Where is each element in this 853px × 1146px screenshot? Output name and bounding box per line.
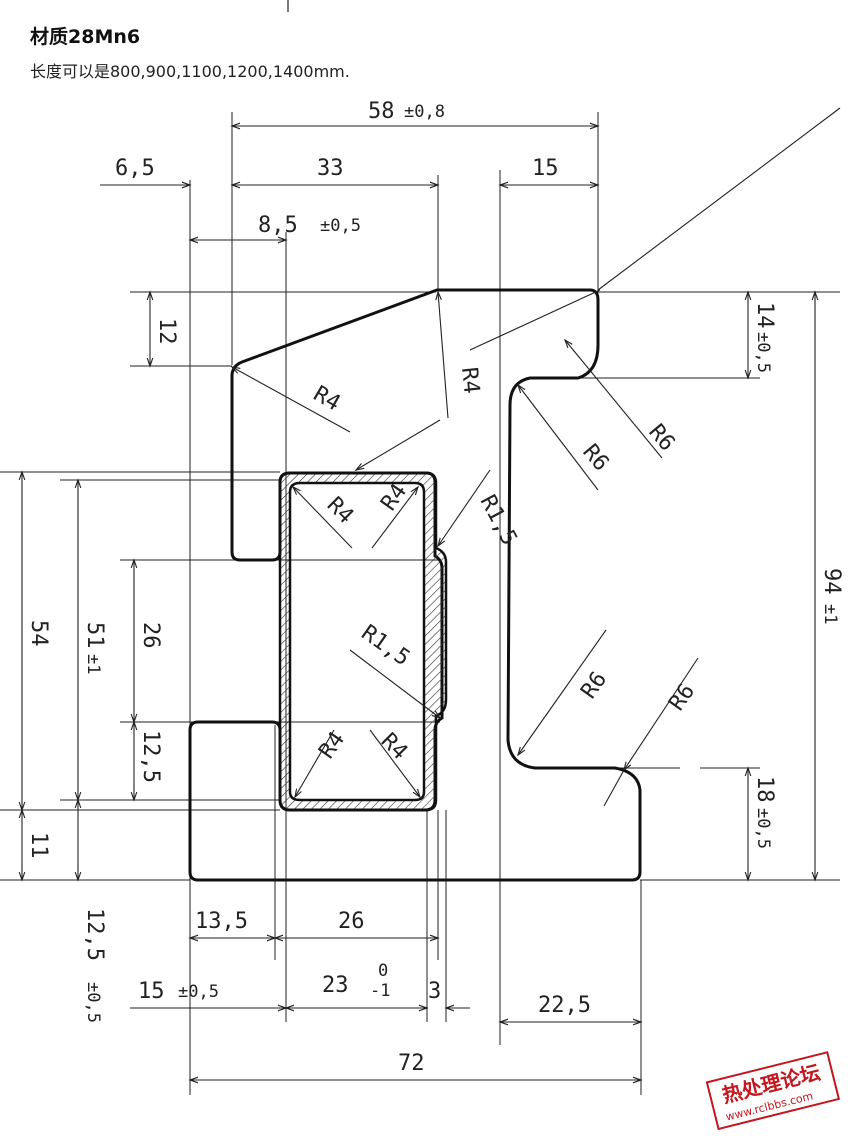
dim-height-54: 54 [26,620,51,647]
radius-labels: R4 R4 R4 R4 R1,5 R1,5 R4 R4 R6 R6 R6 R6 [309,366,700,765]
dimension-lines-vertical [18,290,819,882]
material-title: 材质28Mn6 [30,26,141,48]
dim-base-23: 23 [322,973,349,998]
dim-base-23-lower: -1 [370,981,390,1001]
dim-top-right: 15 [532,156,559,181]
dim-base-15-tol: ±0,5 [178,982,219,1002]
dimension-texts-horizontal: 58 ±0,8 6,5 33 15 8,5 ±0,5 13,5 26 15 ±0… [115,99,591,1076]
dim-overall-width-tol: ±0,8 [404,102,445,122]
dim-right-step: 14 [752,302,777,329]
dim-height-12-5: 12,5 [138,730,163,783]
dim-overall-width: 58 [368,99,395,124]
dim-base-3: 3 [428,979,441,1004]
extension-lines [0,112,840,1095]
dim-left-gap: 6,5 [115,156,155,181]
radius-label-r4-c: R4 [322,493,358,529]
dim-base-15: 15 [138,979,165,1004]
radius-leaders [230,107,841,807]
dim-top-step: 12 [154,318,179,345]
forum-watermark-stamp: 热处理论坛 www.rclbbs.com [705,1051,841,1131]
radius-label-r4-d: R4 [376,479,412,515]
dim-base-23-upper: 0 [378,961,388,981]
dim-height-51: 51 [82,622,107,649]
radius-label-r6-a: R6 [643,420,679,456]
radius-label-r4-e: R4 [314,727,350,763]
dim-base-26: 26 [338,909,365,934]
radius-label-r4-a: R4 [309,382,344,417]
dim-total-height: 94 [819,568,844,595]
radius-label-r4-b: R4 [456,366,484,395]
length-options: 长度可以是800,900,1100,1200,1400mm. [30,62,350,81]
rail-profile [188,288,642,882]
radius-label-r6-c: R6 [576,667,612,703]
dim-inner-offset: 8,5 [258,213,298,238]
dim-right-step-tol: ±0,5 [753,332,773,373]
dim-height-51-tol: ±1 [83,654,103,674]
dimension-texts-vertical: 12 14 ±0,5 94 ±1 54 51 ±1 26 12,5 11 18 … [26,302,844,1023]
dim-bottom-step: 18 [752,776,777,803]
dim-base-total: 72 [398,1051,425,1076]
radius-label-r6-d: R6 [664,679,700,715]
dim-top-mid: 33 [317,156,344,181]
dim-base-22-5: 22,5 [538,993,591,1018]
dim-bottom-offset-tol: ±0,5 [83,982,103,1023]
dim-bottom-offset: 12,5 [82,908,107,961]
radius-label-r1-5-b: R1,5 [357,620,415,671]
dim-base-13-5: 13,5 [195,909,248,934]
dimension-lines-horizontal [100,122,643,1084]
dim-height-26: 26 [138,622,163,649]
radius-label-r1-5-a: R1,5 [475,491,522,550]
radius-label-r4-f: R4 [376,729,412,765]
dim-height-11: 11 [26,832,51,859]
dim-inner-offset-tol: ±0,5 [320,216,361,236]
dim-bottom-step-tol: ±0,5 [753,808,773,849]
dim-total-height-tol: ±1 [820,604,840,624]
